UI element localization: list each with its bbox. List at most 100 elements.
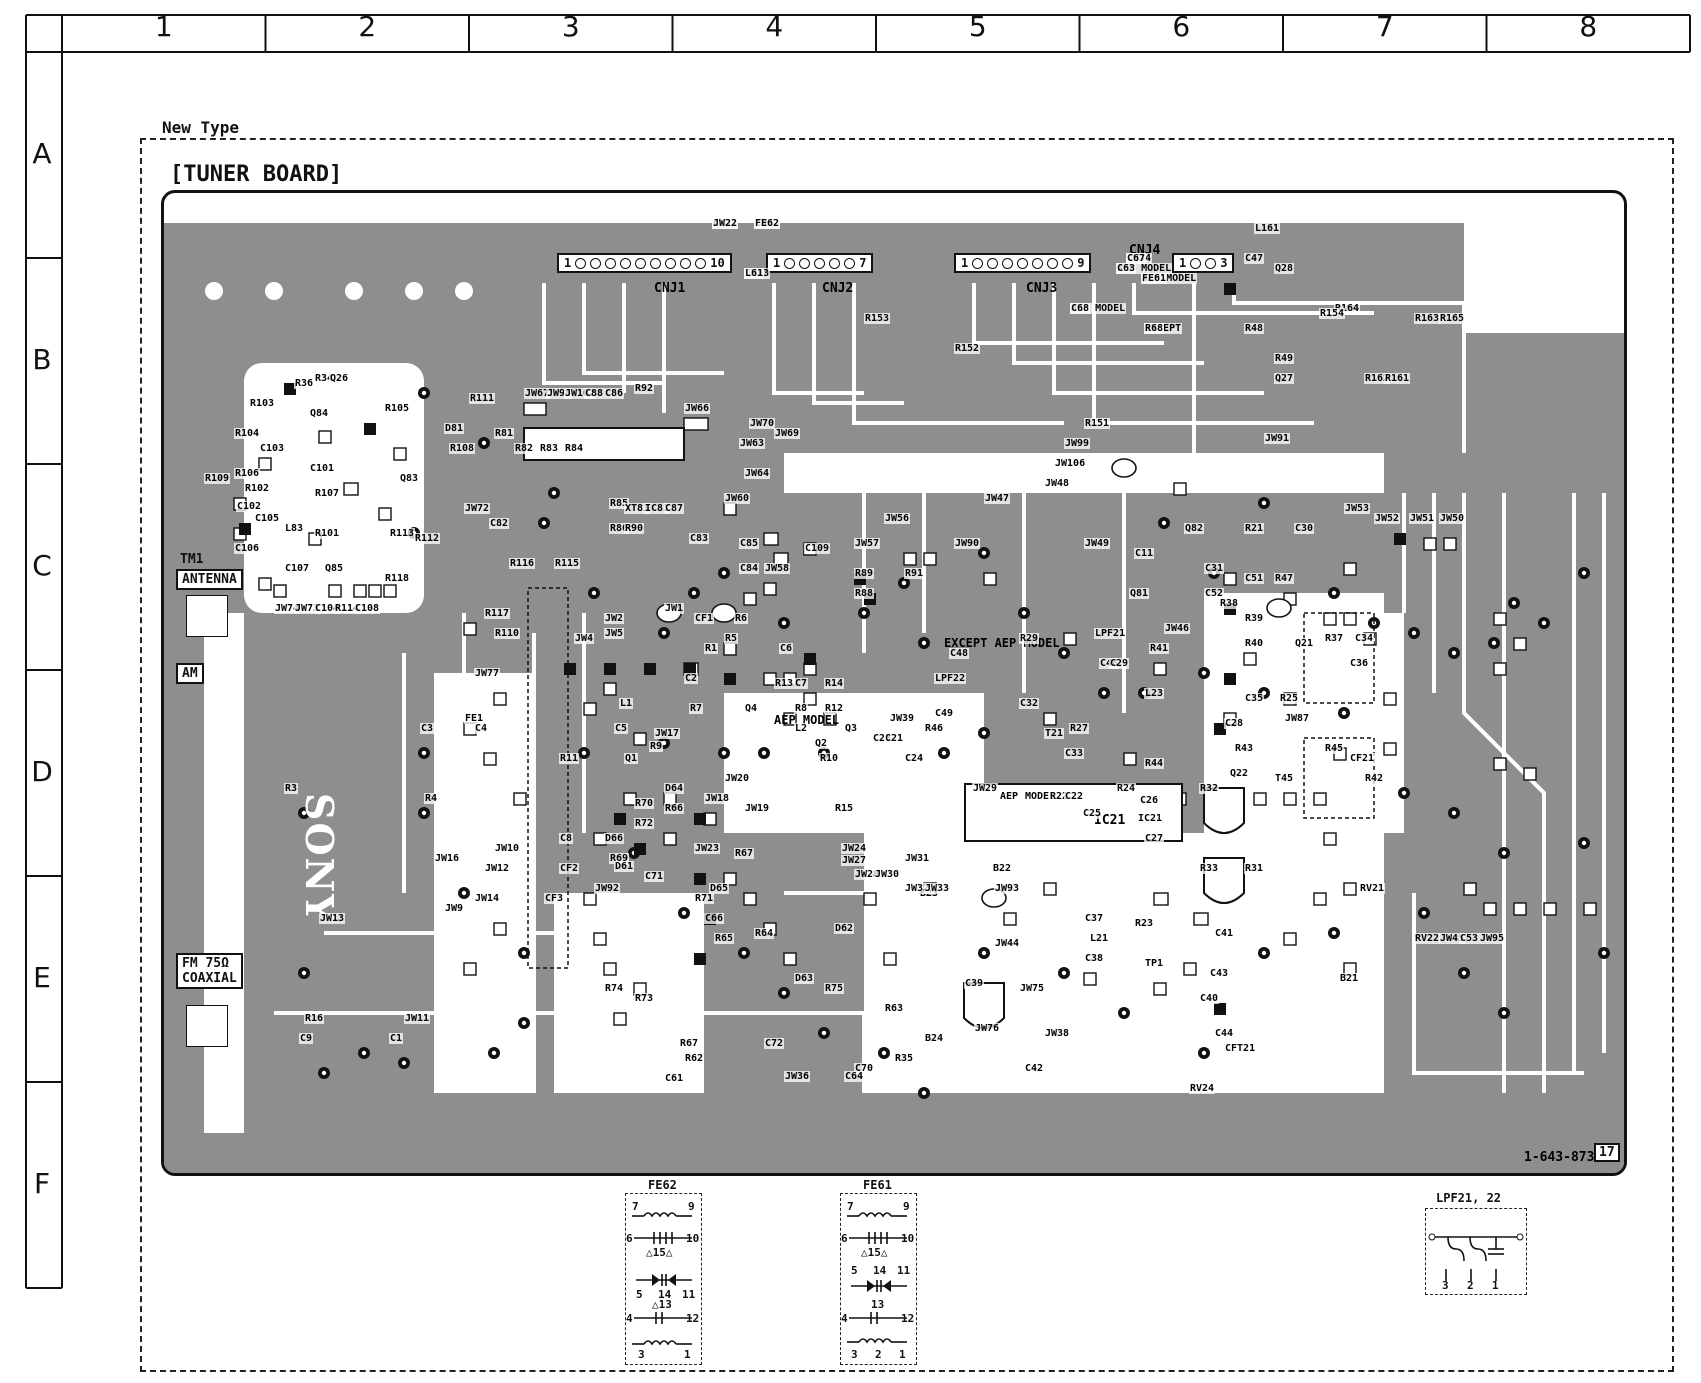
inset-fe61-pin: 4 [841, 1312, 848, 1325]
pcb-component-label: XT81 [624, 503, 651, 514]
pcb-pad-hole [401, 1060, 407, 1066]
pcb-pad-hole [491, 1050, 497, 1056]
pcb-component-label: R162 [1364, 373, 1391, 384]
component-footprint [378, 507, 392, 521]
pcb-component-label: B21 [1339, 973, 1360, 984]
component-footprint [1493, 757, 1507, 771]
grid-column-label: 7 [1375, 10, 1394, 43]
pcb-component-label: R24 [1116, 783, 1137, 794]
pcb-component-label: R74 [604, 983, 625, 994]
component-footprint [883, 952, 897, 966]
pcb-pad-hole [881, 1050, 887, 1056]
pcb-component-label: R68 [1144, 323, 1165, 334]
pcb-component-label: Q22 [1229, 768, 1250, 779]
component-footprint [1583, 902, 1597, 916]
pcb-component-label: C108 [354, 603, 381, 614]
pcb-component-label: Q84 [309, 408, 330, 419]
transistor-pad [644, 663, 656, 675]
pcb-pad-hole [861, 610, 867, 616]
mounting-hole [455, 282, 473, 300]
component-footprint [353, 584, 367, 598]
pcb-trace [852, 283, 1064, 425]
pcb-trace [812, 283, 904, 405]
pcb-component-label: C51 [1244, 573, 1265, 584]
pcb-pad-hole [781, 990, 787, 996]
fm-coaxial-jack [186, 1005, 228, 1047]
inset-fe61-pin: 5 [851, 1264, 858, 1277]
grid-column-label: 3 [561, 10, 580, 43]
mounting-hole [405, 282, 423, 300]
pcb-component-label: JW10 [494, 843, 521, 854]
pcb-component-label: JW48 [1044, 478, 1071, 489]
component-footprint [1083, 972, 1097, 986]
connector-cnj3: 1 9 [954, 253, 1092, 273]
pcb-component-label: JW4 [574, 633, 595, 644]
pcb-component-label: C35 [1244, 693, 1265, 704]
coil-footprint [1111, 458, 1137, 478]
pcb-pad-hole [941, 750, 947, 756]
pcb-component-label: R101 [314, 528, 341, 539]
pcb-component-label: R15 [834, 803, 855, 814]
pcb-component-label: CF2 [559, 863, 580, 874]
pcb-component-label: JW39 [889, 713, 916, 724]
pcb-component-label: Q83 [399, 473, 420, 484]
pcb-component-label: R46 [924, 723, 945, 734]
pcb-component-label: JW31 [904, 853, 931, 864]
component-footprint [603, 962, 617, 976]
pcb-pad-hole [1021, 610, 1027, 616]
pcb-component-label: R85 [609, 498, 630, 509]
pcb-pad-hole [681, 910, 687, 916]
component-footprint [318, 430, 332, 444]
pcb-component-label: JW58 [764, 563, 791, 574]
pcb-component-label: JW46 [1164, 623, 1191, 634]
pcb-component-label: JW9 [444, 903, 465, 914]
outer-dashed-frame [140, 138, 1674, 1372]
pcb-pad-hole [1491, 640, 1497, 646]
pcb-component-label: C11 [1134, 548, 1155, 559]
am-terminal-label: AM [176, 663, 204, 684]
pcb-component-label: C2 [684, 673, 699, 684]
pcb-component-label: C43 [1209, 968, 1230, 979]
pcb-pad-hole [921, 640, 927, 646]
pcb-component-label: JW70 [749, 418, 776, 429]
pcb-component-label: R88 [854, 588, 875, 599]
component-footprint [1543, 902, 1557, 916]
copper-upper-area [494, 223, 1624, 453]
pcb-pad-hole [521, 950, 527, 956]
clearance-area [864, 833, 1384, 1093]
component-footprint [1323, 612, 1337, 626]
component-footprint [483, 752, 497, 766]
pcb-component-label: JW102 [564, 388, 597, 399]
component-footprint [743, 892, 757, 906]
pcb-component-label: L2 [794, 723, 809, 734]
pcb-component-label: R37 [1324, 633, 1345, 644]
pcb-pad-hole [1201, 670, 1207, 676]
component-footprint [1323, 832, 1337, 846]
pcb-component-label: JW69 [774, 428, 801, 439]
grid-column-label: 1 [154, 10, 173, 43]
pcb-component-label: C85 [739, 538, 760, 549]
pcb-component-label: JW66 [684, 403, 711, 414]
pcb-component-label: R4 [424, 793, 439, 804]
pcb-component-label: MODEL [1024, 791, 1057, 802]
pcb-component-label: C52 [1204, 588, 1225, 599]
pcb-component-label: C86 [604, 388, 625, 399]
inset-fe61-note: 13 [871, 1298, 885, 1311]
pcb-component-label: R33 [1199, 863, 1220, 874]
component-footprint [258, 577, 272, 591]
pcb-component-label: R22 [1049, 791, 1070, 802]
pcb-pad-hole [761, 750, 767, 756]
pcb-component-label: Q28 [1274, 263, 1295, 274]
pcb-pad-hole [321, 1070, 327, 1076]
pcb-pad-hole [1121, 1010, 1127, 1016]
pcb-pad-hole [781, 620, 787, 626]
pcb-pad-hole [981, 730, 987, 736]
connector-cnj4: 1 3 [1172, 253, 1235, 273]
pcb-pad-hole [1581, 840, 1587, 846]
pcb-component-label: L1 [619, 698, 634, 709]
inset-fe61-pin: 12 [901, 1312, 915, 1325]
pcb-component-label: C30 [1294, 523, 1315, 534]
pcb-component-label: C36 [1349, 658, 1370, 669]
pcb-component-label: JW60 [724, 493, 751, 504]
pcb-component-label: C87 [664, 503, 685, 514]
